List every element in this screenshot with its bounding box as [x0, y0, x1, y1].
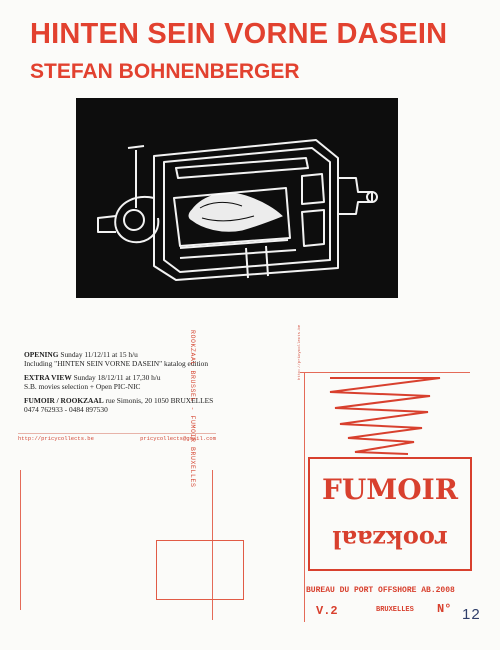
website-link[interactable]: http://pricycollects.be: [18, 435, 94, 442]
divider-vertical-right: [304, 372, 305, 622]
stamp-fumoir: FUMOIR: [321, 473, 459, 506]
venue-address: rue Simonis, 20 1050 BRUXELLES: [105, 396, 214, 406]
email-link[interactable]: pricycollects@gmail.com: [140, 435, 216, 442]
extra-view-label: EXTRA VIEW: [24, 373, 72, 383]
number-label: N°: [437, 602, 452, 616]
opening-block: OPENING Sunday 11/12/11 at 15 h/u Includ…: [24, 350, 213, 368]
divider-vertical-left: [20, 470, 21, 610]
zigzag-stamp-icon: [329, 377, 441, 455]
stamp-rookzaal: rookzaal: [332, 525, 448, 554]
artist-name: STEFAN BOHNENBERGER: [30, 60, 300, 83]
opening-detail: Sunday 11/12/11 at 15 h/u: [60, 350, 138, 359]
fumoir-stamp: FUMOIR rookzaal: [308, 457, 472, 571]
event-info: OPENING Sunday 11/12/11 at 15 h/u Includ…: [24, 350, 213, 421]
city-stamp: BRUXELLES: [376, 606, 414, 614]
engine-drawing: [76, 98, 398, 298]
venue-name: FUMOIR / ROOKZAAL: [24, 396, 104, 406]
bureau-stamp: BUREAU DU PORT OFFSHORE AB.2008: [306, 586, 455, 595]
stamp-placeholder: [156, 540, 244, 600]
opening-note: Including "HINTEN SEIN VORNE DASEIN" kat…: [24, 358, 209, 368]
venue-phones: 0474 762933 - 0484 897530: [24, 404, 108, 414]
extra-view-note: S.B. movies selection + Open PIC-NIC: [24, 381, 141, 391]
contact-line: http://pricycollects.be pricycollects@gm…: [18, 433, 216, 442]
poster-title: HINTEN SEIN VORNE DASEIN: [30, 18, 448, 50]
opening-label: OPENING: [24, 350, 59, 359]
divider-vertical-center: [212, 470, 213, 620]
divider-horizontal-top: [300, 372, 470, 373]
extra-view-block: EXTRA VIEW Sunday 18/12/11 at 17,30 h/u …: [24, 373, 213, 391]
series-stamp: V.2: [316, 604, 338, 618]
extra-view-detail: Sunday 18/12/11 at 17,30 h/u: [73, 373, 161, 383]
engine-illustration: [76, 98, 398, 298]
edition-number: 12: [462, 606, 481, 623]
venue-block: FUMOIR / ROOKZAAL rue Simonis, 20 1050 B…: [24, 397, 213, 414]
vertical-stamp: ROOKZAAL BRUSSEL - FUMOIR BRUXELLES: [189, 330, 196, 488]
